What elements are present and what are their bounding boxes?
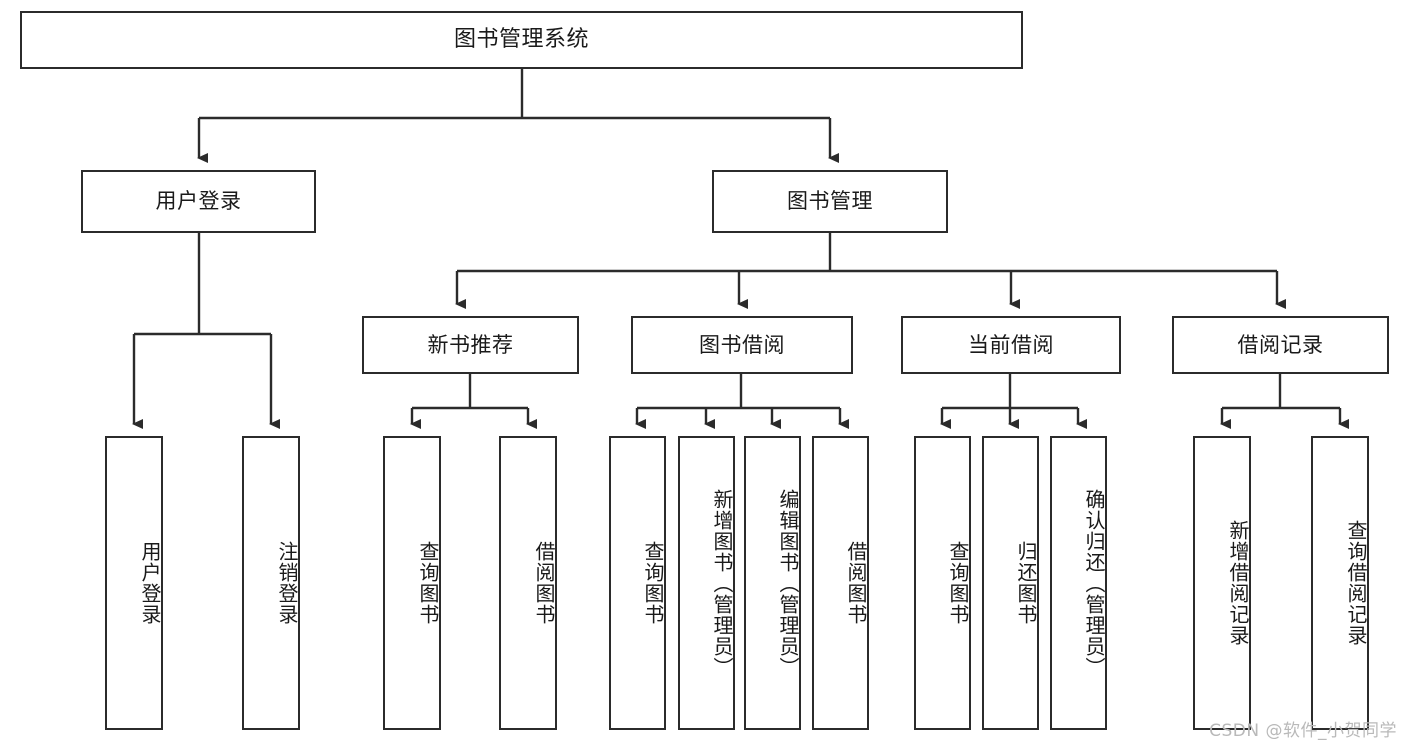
- node-label: 图书借阅: [699, 332, 785, 357]
- node-new-book-recommendation[interactable]: 新书推荐: [362, 316, 579, 374]
- leaf-edit-book-admin[interactable]: 编辑图书（管理员）: [744, 436, 801, 730]
- node-label: 查询图书: [416, 541, 440, 625]
- node-label: 查询图书: [946, 541, 970, 625]
- leaf-query-book-recommendation[interactable]: 查询图书: [383, 436, 441, 730]
- node-label: 借阅记录: [1237, 332, 1324, 357]
- node-label: 确认归还（管理员）: [1082, 488, 1106, 678]
- node-label: 用户登录: [155, 189, 242, 214]
- node-label: 借阅图书: [532, 541, 556, 625]
- node-current-borrowing[interactable]: 当前借阅: [901, 316, 1121, 374]
- watermark: CSDN @软件_小贺同学: [1209, 721, 1397, 741]
- node-root-book-management-system[interactable]: 图书管理系统: [20, 11, 1023, 69]
- leaf-query-book-borrowing[interactable]: 查询图书: [609, 436, 666, 730]
- node-label: 编辑图书（管理员）: [776, 488, 800, 678]
- leaf-user-login[interactable]: 用户登录: [105, 436, 163, 730]
- leaf-query-borrow-record[interactable]: 查询借阅记录: [1311, 436, 1369, 730]
- leaf-logout[interactable]: 注销登录: [242, 436, 300, 730]
- node-label: 借阅图书: [844, 541, 868, 625]
- node-borrow-records[interactable]: 借阅记录: [1172, 316, 1389, 374]
- leaf-borrow-book-recommendation[interactable]: 借阅图书: [499, 436, 557, 730]
- node-label: 图书管理: [787, 189, 873, 214]
- node-label: 新增借阅记录: [1226, 520, 1250, 646]
- leaf-add-book-admin[interactable]: 新增图书（管理员）: [678, 436, 735, 730]
- node-label: 新书推荐: [427, 332, 514, 357]
- leaf-query-book-current[interactable]: 查询图书: [914, 436, 971, 730]
- node-label: 注销登录: [275, 541, 299, 625]
- node-user-login[interactable]: 用户登录: [81, 170, 316, 233]
- node-book-borrowing[interactable]: 图书借阅: [631, 316, 853, 374]
- node-label: 图书管理系统: [453, 27, 589, 53]
- node-book-management[interactable]: 图书管理: [712, 170, 948, 233]
- node-label: 查询图书: [641, 541, 665, 625]
- leaf-add-borrow-record[interactable]: 新增借阅记录: [1193, 436, 1251, 730]
- leaf-confirm-return-admin[interactable]: 确认归还（管理员）: [1050, 436, 1107, 730]
- leaf-return-book[interactable]: 归还图书: [982, 436, 1039, 730]
- node-label: 归还图书: [1014, 541, 1038, 625]
- node-label: 用户登录: [138, 541, 162, 625]
- node-label: 查询借阅记录: [1344, 520, 1368, 646]
- leaf-borrow-book-borrowing[interactable]: 借阅图书: [812, 436, 869, 730]
- node-label: 当前借阅: [968, 332, 1054, 357]
- node-label: 新增图书（管理员）: [710, 488, 734, 678]
